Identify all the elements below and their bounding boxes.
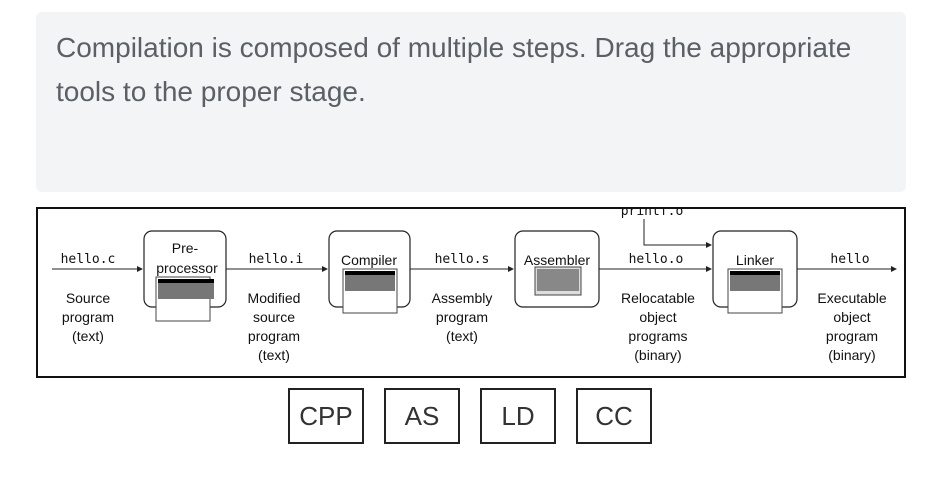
- desc-assembly-line1: Assembly: [432, 290, 493, 306]
- question-prompt-box: Compilation is composed of multiple step…: [36, 12, 906, 192]
- desc-source-line2: program: [62, 309, 114, 325]
- desc-modified-line3: program: [248, 328, 300, 344]
- drop-zone-preprocessor-fill: [158, 279, 214, 299]
- desc-relocatable-line2: object: [639, 309, 676, 325]
- desc-assembly-line2: program: [436, 309, 488, 325]
- file-label-hello-s: hello.s: [435, 252, 490, 267]
- desc-relocatable-line4: (binary): [634, 347, 681, 363]
- desc-modified-line1: Modified: [248, 290, 301, 306]
- drop-zone-preprocessor-bar: [158, 279, 214, 283]
- stage-label-preprocessor-line1: Pre-: [172, 240, 199, 256]
- desc-executable-line3: program: [826, 328, 878, 344]
- compilation-diagram: hello.c hello.i hello.s hello.o hello pr…: [36, 207, 906, 378]
- file-label-hello-c: hello.c: [61, 252, 116, 267]
- desc-executable-line2: object: [833, 309, 870, 325]
- stage-label-linker: Linker: [736, 252, 774, 268]
- drag-tile-cpp[interactable]: CPP: [288, 388, 364, 444]
- drop-zone-compiler-fill: [345, 271, 395, 291]
- question-prompt-text: Compilation is composed of multiple step…: [56, 32, 852, 107]
- stage-label-assembler: Assembler: [524, 252, 590, 268]
- file-label-hello-o: hello.o: [629, 252, 684, 267]
- desc-assembly-line3: (text): [446, 328, 478, 344]
- desc-relocatable-line1: Relocatable: [621, 290, 695, 306]
- drag-tile-cc[interactable]: CC: [576, 388, 652, 444]
- drop-zone-linker-fill: [730, 271, 780, 291]
- stage-label-compiler: Compiler: [341, 252, 397, 268]
- drag-tile-as[interactable]: AS: [384, 388, 460, 444]
- file-label-hello: hello: [830, 252, 869, 267]
- file-label-hello-i: hello.i: [249, 252, 304, 267]
- drag-tile-ld[interactable]: LD: [480, 388, 556, 444]
- file-label-printf-o: printf.o: [621, 209, 684, 219]
- desc-modified-line2: source: [253, 309, 295, 325]
- drop-zone-assembler-fill: [537, 269, 579, 291]
- drop-zone-compiler-bar: [345, 271, 395, 275]
- desc-modified-line4: (text): [258, 347, 290, 363]
- desc-source-line3: (text): [72, 328, 104, 344]
- desc-relocatable-line3: programs: [628, 328, 687, 344]
- arrow-printf-to-linker: [643, 219, 712, 248]
- desc-executable-line1: Executable: [817, 290, 886, 306]
- stage-label-preprocessor-line2: processor: [156, 260, 218, 276]
- desc-source-line1: Source: [66, 290, 111, 306]
- desc-executable-line4: (binary): [828, 347, 875, 363]
- drop-zone-linker-bar: [730, 271, 780, 275]
